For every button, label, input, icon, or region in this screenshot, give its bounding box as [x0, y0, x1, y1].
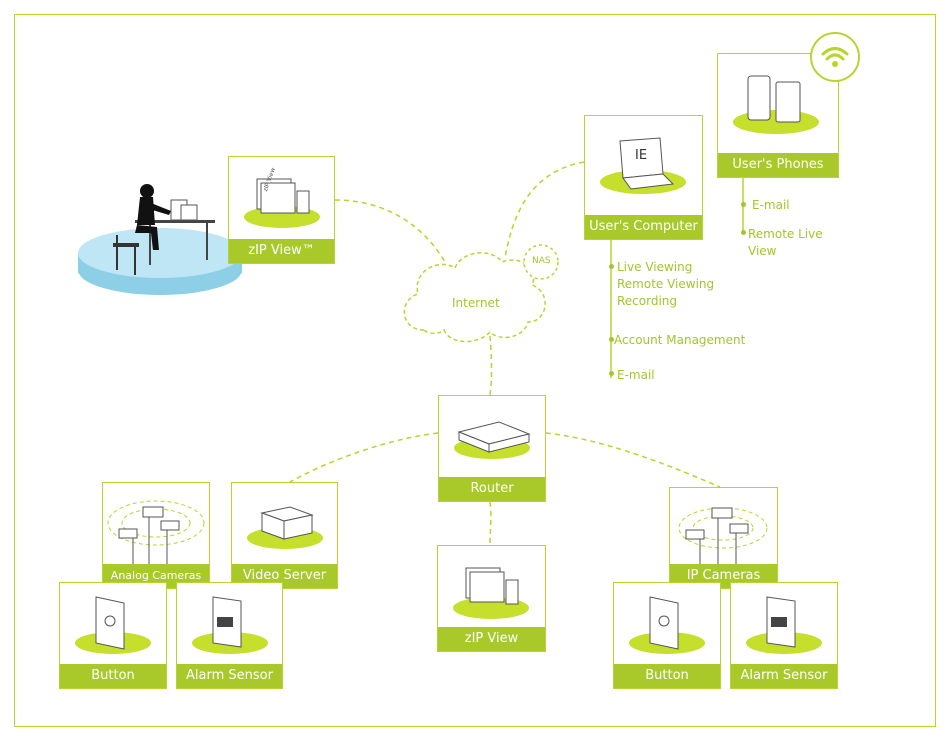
node-button-left: Button [59, 582, 167, 689]
node-button-right: Button [613, 582, 721, 689]
alarm-sensor-icon [746, 596, 822, 654]
phones-icon [733, 75, 819, 134]
node-zip-view-top: zIP View™ [228, 156, 335, 264]
phone-feature-view: View [748, 244, 777, 258]
node-video-server: Video Server [231, 482, 338, 589]
node-label: User's Computer [585, 215, 702, 239]
node-label: Button [60, 664, 166, 688]
node-label: zIP View [438, 627, 545, 651]
node-label: Button [614, 664, 720, 688]
node-ip-cameras: IP Cameras [669, 487, 778, 589]
feature-email: E-mail [617, 368, 655, 382]
link-router-ipcameras [545, 432, 721, 488]
analog-cameras-icon [107, 500, 205, 565]
ip-cameras-icon [678, 507, 768, 566]
alarm-sensor-icon [192, 596, 268, 654]
node-users-computer: IE User's Computer [584, 115, 703, 240]
feature-recording: Recording [617, 294, 678, 308]
laptop-icon [600, 137, 686, 194]
feature-remote-viewing: Remote Viewing [617, 277, 715, 291]
internet-label: Internet [452, 296, 500, 310]
link-computer-internet [504, 161, 585, 259]
phone-feature-remote-live: Remote Live [748, 227, 823, 241]
node-label: Alarm Sensor [731, 664, 837, 688]
feature-bullet [741, 230, 746, 235]
browser-screen-label: IE [635, 148, 648, 163]
link-router-zipview [489, 501, 492, 546]
button-device-icon [75, 596, 151, 654]
node-analog-cameras: Analog Cameras [102, 482, 210, 589]
office-scene [78, 184, 242, 295]
feature-bullet [609, 264, 614, 269]
feature-bullet [741, 202, 746, 207]
node-label: zIP View™ [229, 239, 334, 263]
router-icon [454, 421, 531, 459]
node-router: Router [438, 395, 546, 502]
node-label: Alarm Sensor [177, 664, 282, 688]
zip-view-device-icon [453, 567, 529, 619]
link-zipview-internet [334, 199, 446, 263]
node-zip-view-bottom: zIP View [437, 545, 546, 652]
node-alarm-sensor-right: Alarm Sensor [730, 582, 838, 689]
feature-bullet [609, 371, 614, 376]
nas-circle [523, 244, 559, 280]
node-label: User's Phones [718, 153, 838, 177]
node-label: Router [439, 477, 545, 501]
button-device-icon [629, 596, 705, 654]
diagram-frame [14, 14, 936, 727]
feature-live-viewing: Live Viewing [617, 260, 693, 274]
link-router-analog [289, 432, 439, 483]
video-server-icon [247, 506, 323, 549]
wifi-icon [810, 32, 860, 82]
feature-account-management: Account Management [614, 333, 746, 347]
phone-feature-email: E-mail [752, 198, 790, 212]
link-internet-router [489, 335, 493, 396]
zip-view-device-icon [244, 178, 320, 228]
nas-label: NAS [532, 256, 551, 266]
node-alarm-sensor-left: Alarm Sensor [176, 582, 283, 689]
feature-bullet [609, 337, 614, 342]
internet-cloud [403, 252, 546, 343]
